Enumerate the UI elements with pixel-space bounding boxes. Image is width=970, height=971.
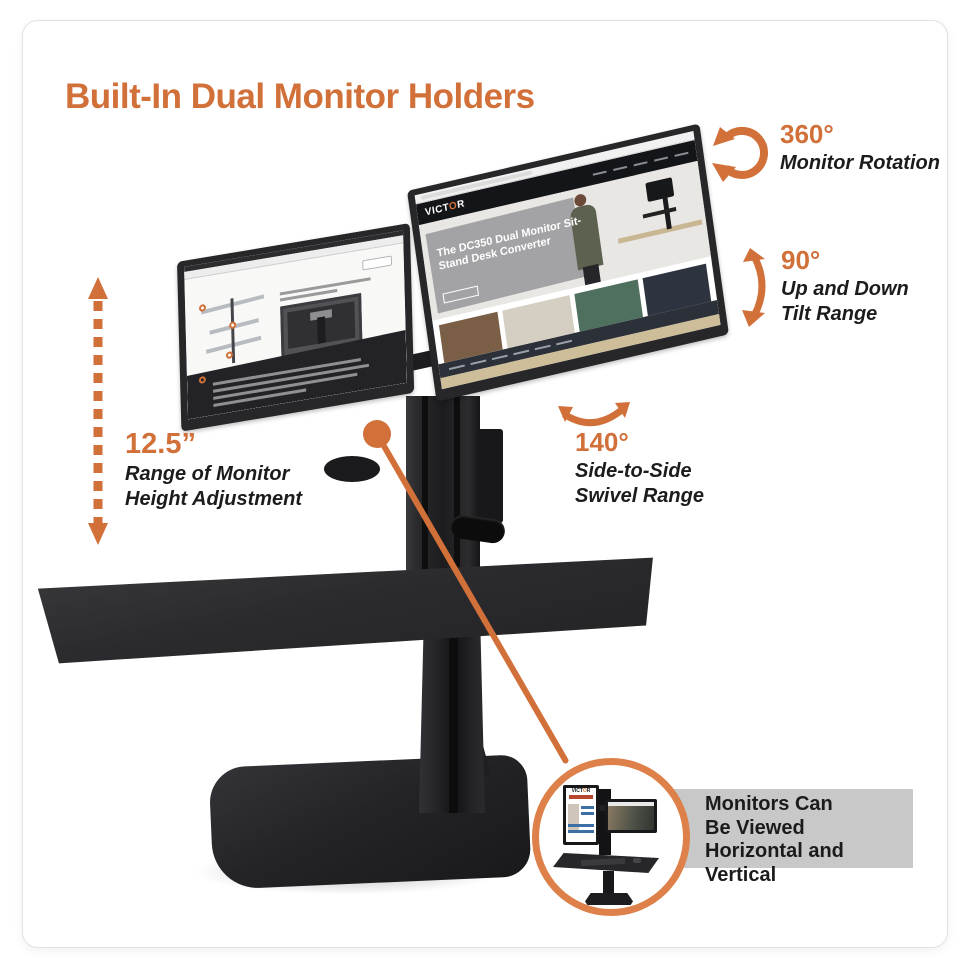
- rotation-label: Monitor Rotation: [780, 152, 940, 175]
- mini-landscape-monitor: [605, 799, 657, 833]
- page-button: [362, 255, 393, 271]
- page-title: Built-In Dual Monitor Holders: [65, 77, 535, 116]
- mini-text-block: [581, 806, 594, 809]
- hero-monitor: [645, 177, 675, 203]
- rotation-value: 360°: [780, 119, 834, 149]
- rotation-circular-arrow-icon: [712, 126, 769, 182]
- swivel-curved-arrow-icon: [558, 402, 630, 427]
- swivel-annotation: 140° Side-to-Side Swivel Range: [575, 427, 704, 509]
- work-surface: [37, 557, 653, 664]
- height-dashed-arrow-icon: [88, 277, 108, 545]
- hero-desk: [617, 219, 703, 244]
- mini-portrait-screen: VICTOR: [566, 788, 596, 842]
- inset-circle: VICTOR: [532, 758, 690, 916]
- column-groove: [449, 601, 458, 813]
- column-slot: [454, 396, 460, 574]
- tilt-annotation: 90° Up and Down Tilt Range: [781, 245, 909, 327]
- column-slot: [422, 396, 428, 574]
- tilt-value: 90°: [781, 245, 821, 275]
- mini-base: [585, 893, 633, 905]
- clamp-bracket: [477, 429, 503, 523]
- rotation-annotation: 360° Monitor Rotation: [780, 119, 940, 176]
- mini-landscape-screen: [608, 802, 654, 830]
- mini-screen-strip: [608, 802, 654, 806]
- height-label: Range of Monitor Height Adjustment: [125, 463, 303, 511]
- video-product-graphic: [317, 316, 326, 344]
- height-annotation: 12.5” Range of Monitor Height Adjustment: [125, 429, 302, 512]
- infographic-card: Built-In Dual Monitor Holders 12.5” Rang…: [22, 20, 948, 948]
- right-monitor-screen: VICTOR The DC350 Dual Monitor Sit-Stand …: [414, 131, 721, 390]
- swivel-label: Side-to-Side Swivel Range: [575, 460, 704, 508]
- callout-ring: [199, 376, 206, 384]
- mini-text-block: [581, 812, 594, 815]
- brand-logo: VICTOR: [571, 788, 591, 794]
- callout-dot: [363, 420, 391, 448]
- mini-mouse: [633, 858, 641, 863]
- mini-red-banner: [569, 795, 593, 799]
- left-monitor: VICTOR: [177, 223, 415, 432]
- mount-hub: [324, 456, 380, 482]
- mini-text-block: [568, 824, 594, 827]
- standing-person-legs: [582, 263, 601, 286]
- inset-product-photo: VICTOR: [539, 765, 683, 909]
- mini-person-photo: [568, 804, 579, 832]
- height-value: 12.5”: [125, 428, 196, 460]
- right-monitor: VICTOR The DC350 Dual Monitor Sit-Stand …: [407, 123, 729, 402]
- mini-portrait-monitor: VICTOR: [563, 785, 599, 845]
- mini-column: [603, 871, 614, 895]
- hero-tray: [642, 206, 677, 219]
- tilt-label: Up and Down Tilt Range: [781, 278, 909, 326]
- mini-text-block: [568, 830, 594, 833]
- tilt-curved-arrow-icon: [742, 248, 766, 327]
- swivel-value: 140°: [575, 427, 629, 457]
- left-monitor-screen: VICTOR: [184, 230, 408, 420]
